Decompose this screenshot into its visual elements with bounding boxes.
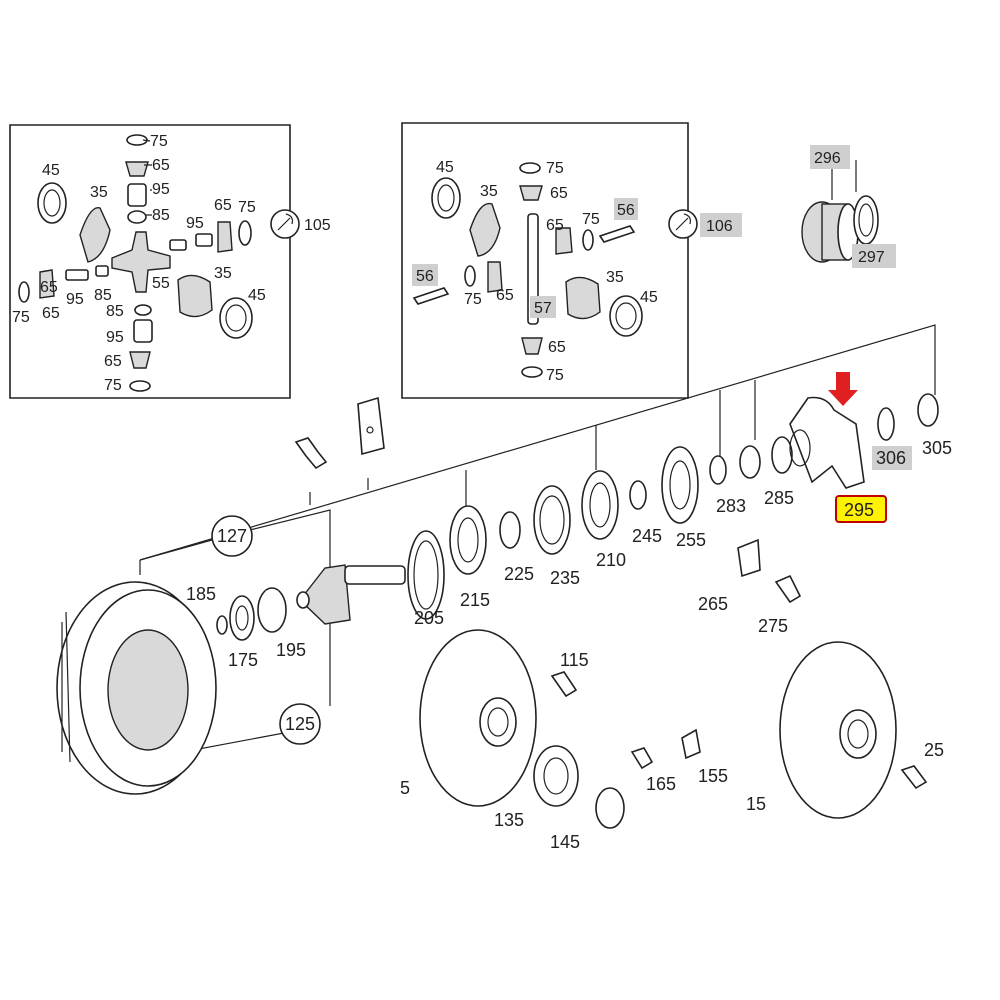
part-label: 25 (924, 740, 944, 760)
inset-left-label: 65 (40, 279, 58, 296)
highlight-box (835, 495, 887, 523)
part-label: 5 (400, 778, 410, 798)
inset-middle: 45 75 65 35 65 75 75 65 35 45 65 75 56 5… (401, 122, 742, 399)
inset-middle-label: 75 (464, 291, 482, 308)
part-label: 15 (746, 794, 766, 814)
part-label: 215 (460, 590, 490, 610)
part-label: 285 (764, 488, 794, 508)
inset-middle-label: 65 (550, 185, 568, 202)
inset-right-label: 297 (858, 249, 885, 266)
wrench-icon (270, 209, 300, 239)
part-label: 306 (876, 448, 906, 468)
inset-middle-label: 35 (606, 269, 624, 286)
inset-left-label: 65 (42, 305, 60, 322)
pinion-part (299, 564, 351, 625)
bracket-part (357, 396, 385, 456)
inset-left-label: 45 (42, 162, 60, 179)
inset-left-label: 75 (238, 199, 256, 216)
inset-left-label: 75 (104, 377, 122, 394)
housing-part (419, 629, 537, 807)
boxed-label: 56 (617, 202, 635, 219)
part-label: 135 (494, 810, 524, 830)
inset-middle-label: 75 (546, 160, 564, 177)
ref-circle (211, 515, 253, 557)
inset-middle-label: 65 (546, 217, 564, 234)
inset-middle-ref: 106 (706, 218, 733, 235)
housing-part-2 (779, 641, 897, 819)
side-gear-part (79, 207, 111, 263)
inset-left-frame (9, 124, 291, 399)
main-assembly: 127 125 306 305 295 285 283 255 245 210 … (56, 324, 952, 852)
ref-circle (279, 703, 321, 745)
part-label: 115 (560, 650, 589, 670)
part-label: 305 (922, 438, 952, 458)
inset-left-label: 65 (214, 197, 232, 214)
inset-left-label: 65 (152, 157, 170, 174)
inset-middle-label: 45 (640, 289, 658, 306)
boxed-label: 56 (416, 268, 434, 285)
part-label: 255 (676, 530, 706, 550)
inset-middle-label: 65 (548, 339, 566, 356)
inset-left-label: 65 (104, 353, 122, 370)
inset-middle-label: 45 (436, 159, 454, 176)
part-label: 225 (504, 564, 534, 584)
inset-middle-label: 35 (480, 183, 498, 200)
inset-middle-label: 65 (496, 287, 514, 304)
wrench-icon (668, 209, 698, 239)
part-label: 235 (550, 568, 580, 588)
inset-left-label: 85 (106, 303, 124, 320)
inset-right: 296 297 (801, 145, 896, 268)
arrow-down-icon (828, 372, 858, 406)
ref-circle-label: 127 (217, 526, 247, 546)
inset-left-label: 95 (66, 291, 84, 308)
side-gear-part-2 (177, 274, 213, 318)
inset-middle-label: 75 (546, 367, 564, 384)
inset-left-label: 35 (214, 265, 232, 282)
part-label: 245 (632, 526, 662, 546)
spider-cross-part (111, 231, 171, 293)
inset-left-ref: 105 (304, 217, 331, 234)
inset-left-label: 95 (152, 181, 170, 198)
ref-circle-label: 125 (285, 714, 315, 734)
inset-left-label: 85 (152, 207, 170, 224)
inset-middle-label: 75 (582, 211, 600, 228)
inset-left-label: 85 (94, 287, 112, 304)
boxed-label: 57 (534, 300, 552, 317)
inset-left-label: 45 (248, 287, 266, 304)
inset-left-label: 35 (90, 184, 108, 201)
part-label: 155 (698, 766, 728, 786)
part-label: 145 (550, 832, 580, 852)
part-label: 175 (228, 650, 258, 670)
inset-left-label: 55 (152, 275, 170, 292)
ring-part (37, 182, 67, 224)
inset-right-label: 296 (814, 150, 841, 167)
inset-left-label: 75 (12, 309, 30, 326)
part-label: 185 (186, 584, 216, 604)
part-label: 210 (596, 550, 626, 570)
part-label: 283 (716, 496, 746, 516)
inset-left: 75 65 95 85 45 35 95 65 75 55 65 95 85 7… (9, 124, 331, 399)
inset-left-label: 95 (106, 329, 124, 346)
bolt-part (294, 437, 328, 470)
inset-left-label: 95 (186, 215, 204, 232)
part-label: 205 (414, 608, 444, 628)
part-label: 165 (646, 774, 676, 794)
part-label-highlighted: 295 (844, 500, 874, 520)
part-label: 275 (758, 616, 788, 636)
yoke-part (789, 396, 865, 489)
inset-left-label: 75 (150, 133, 168, 150)
part-label: 195 (276, 640, 306, 660)
part-label: 265 (698, 594, 728, 614)
